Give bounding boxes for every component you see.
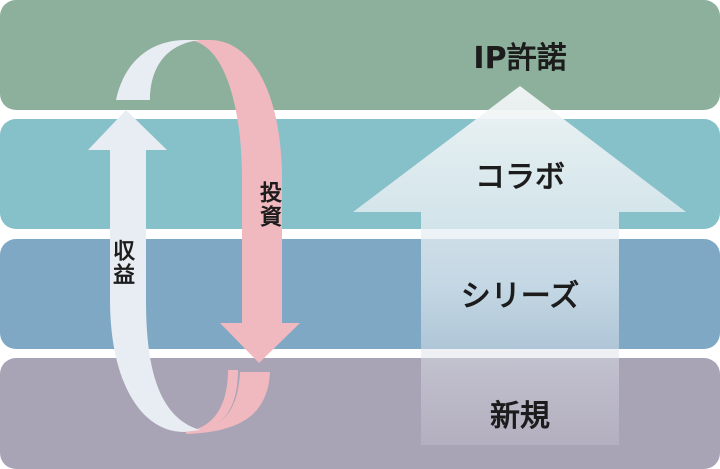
level-new: 新規 [490,399,550,434]
level-collab: コラボ [475,160,565,195]
revenue-label: 収益 [109,239,134,287]
level-ip-license: IP許諾 [473,41,567,76]
investment-arrow-tail [178,370,238,432]
investment-label: 投資 [256,181,281,229]
revenue-arrow-top [116,40,200,100]
investment-arrow-tail-fill [186,372,270,434]
level-series: シリーズ [460,279,580,314]
growth-up-arrow [353,86,686,445]
investment-arrow [186,40,300,363]
revenue-arrow [88,110,200,432]
